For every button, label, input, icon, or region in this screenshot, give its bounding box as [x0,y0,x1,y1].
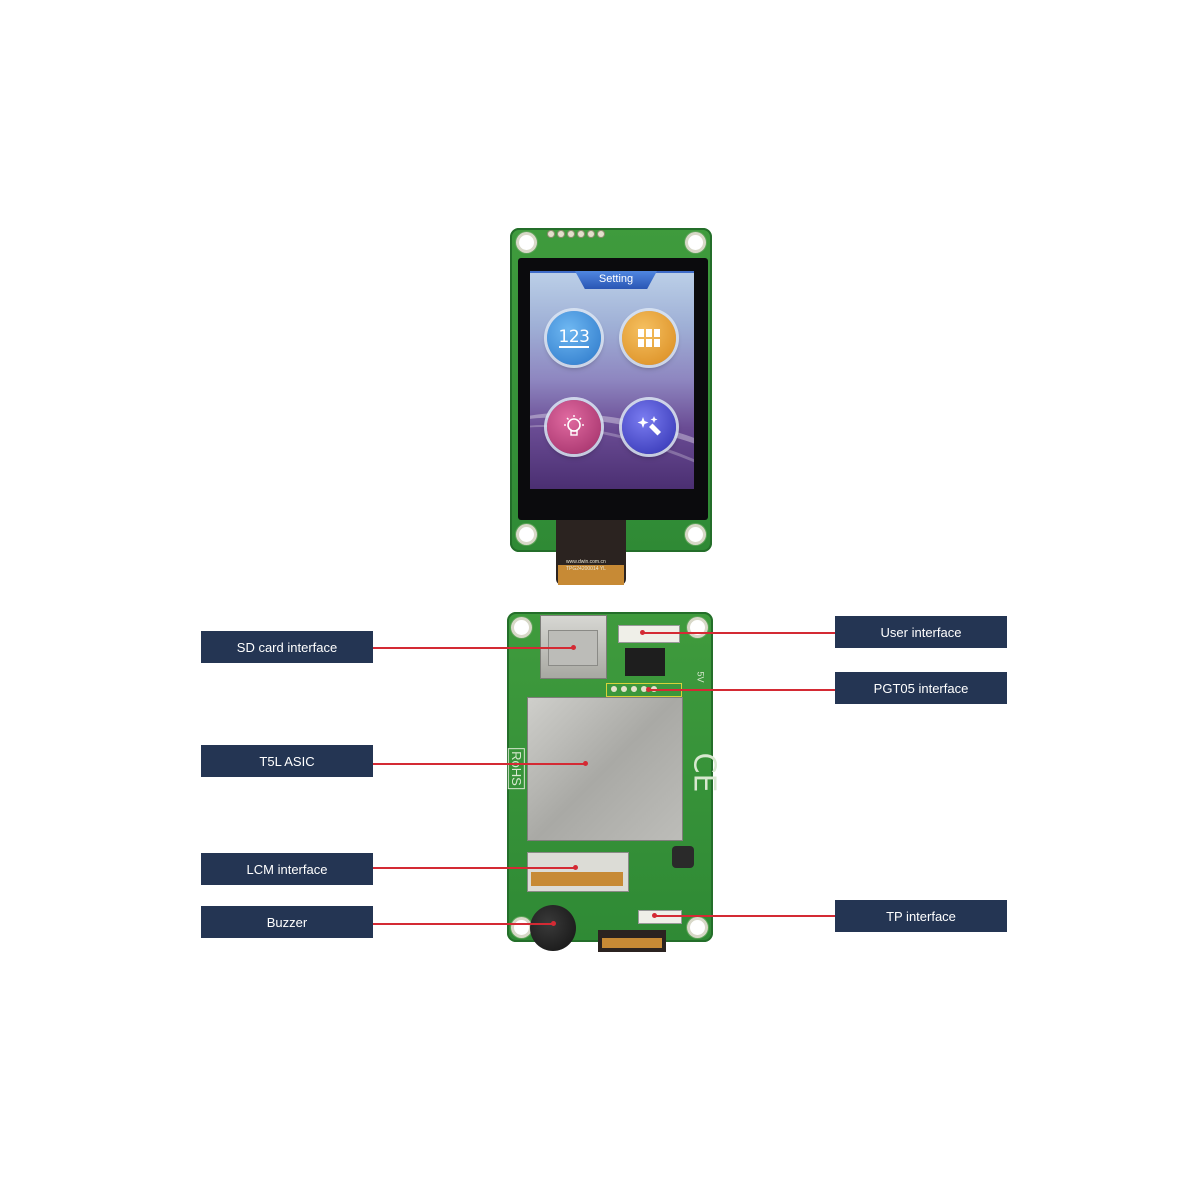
leader-dot-sd-card [571,645,576,650]
label-user-interface: User interface [835,616,1007,648]
voltage-mark: 5V [695,671,706,683]
t5l-asic-shield [527,697,683,841]
buzzer-component [530,905,576,951]
user-interface-connector [618,625,680,643]
bottom-flex-contacts [602,938,662,948]
header-pin [588,231,594,237]
leader-line-t5l-asic [373,763,585,765]
leader-dot-t5l-asic [583,761,588,766]
header-pin [598,231,604,237]
label-pgt05-interface: PGT05 interface [835,672,1007,704]
mount-hole [519,235,534,250]
mount-hole [688,527,703,542]
leader-dot-user [640,630,645,635]
rohs-mark: RoHS [507,748,525,789]
leader-line-lcm [373,867,575,869]
leader-line-tp [654,915,835,917]
support-ic [625,648,665,676]
label-t5l-asic: T5L ASIC [201,745,373,777]
cable-print-url: www.dwin.com.cn [566,559,606,565]
lcm-connector-contacts [531,872,623,886]
leader-line-user [642,632,835,634]
grid-button[interactable] [622,311,676,365]
pgt05-pad [621,686,627,692]
grid-icon [638,329,660,347]
flex-cable-contacts [558,565,624,585]
mount-hole [690,620,705,635]
mount-hole [690,920,705,935]
mount-hole [514,620,529,635]
ce-mark: CE [686,752,722,793]
header-pin [578,231,584,237]
numeric-keypad-button[interactable]: 123 [547,311,601,365]
label-lcm-interface: LCM interface [201,853,373,885]
pgt05-pad [611,686,617,692]
lightbulb-icon [564,415,584,436]
leader-line-pgt05 [648,689,835,691]
header-pin [558,231,564,237]
mount-hole [519,527,534,542]
cable-print-model: TPG24200014 YL [566,566,606,572]
pgt05-pad [641,686,647,692]
lightbulb-button[interactable] [547,400,601,454]
label-buzzer: Buzzer [201,906,373,938]
label-tp-interface: TP interface [835,900,1007,932]
magic-wand-button[interactable] [622,400,676,454]
tp-connector [638,910,682,924]
header-pin [548,231,554,237]
leader-dot-lcm [573,865,578,870]
leader-dot-tp [652,913,657,918]
magic-wand-icon [637,416,662,436]
numeric-keypad-icon: 123 [558,327,590,348]
header-pin [568,231,574,237]
mount-hole [688,235,703,250]
leader-line-sd-card [373,647,573,649]
lcd-screen: Setting 123 [530,271,694,489]
pgt05-pad [631,686,637,692]
leader-dot-buzzer [551,921,556,926]
leader-line-buzzer [373,923,553,925]
screen-title: Setting [575,271,657,289]
label-sd-card-interface: SD card interface [201,631,373,663]
leader-dot-pgt05 [646,687,651,692]
inductor [672,846,694,868]
